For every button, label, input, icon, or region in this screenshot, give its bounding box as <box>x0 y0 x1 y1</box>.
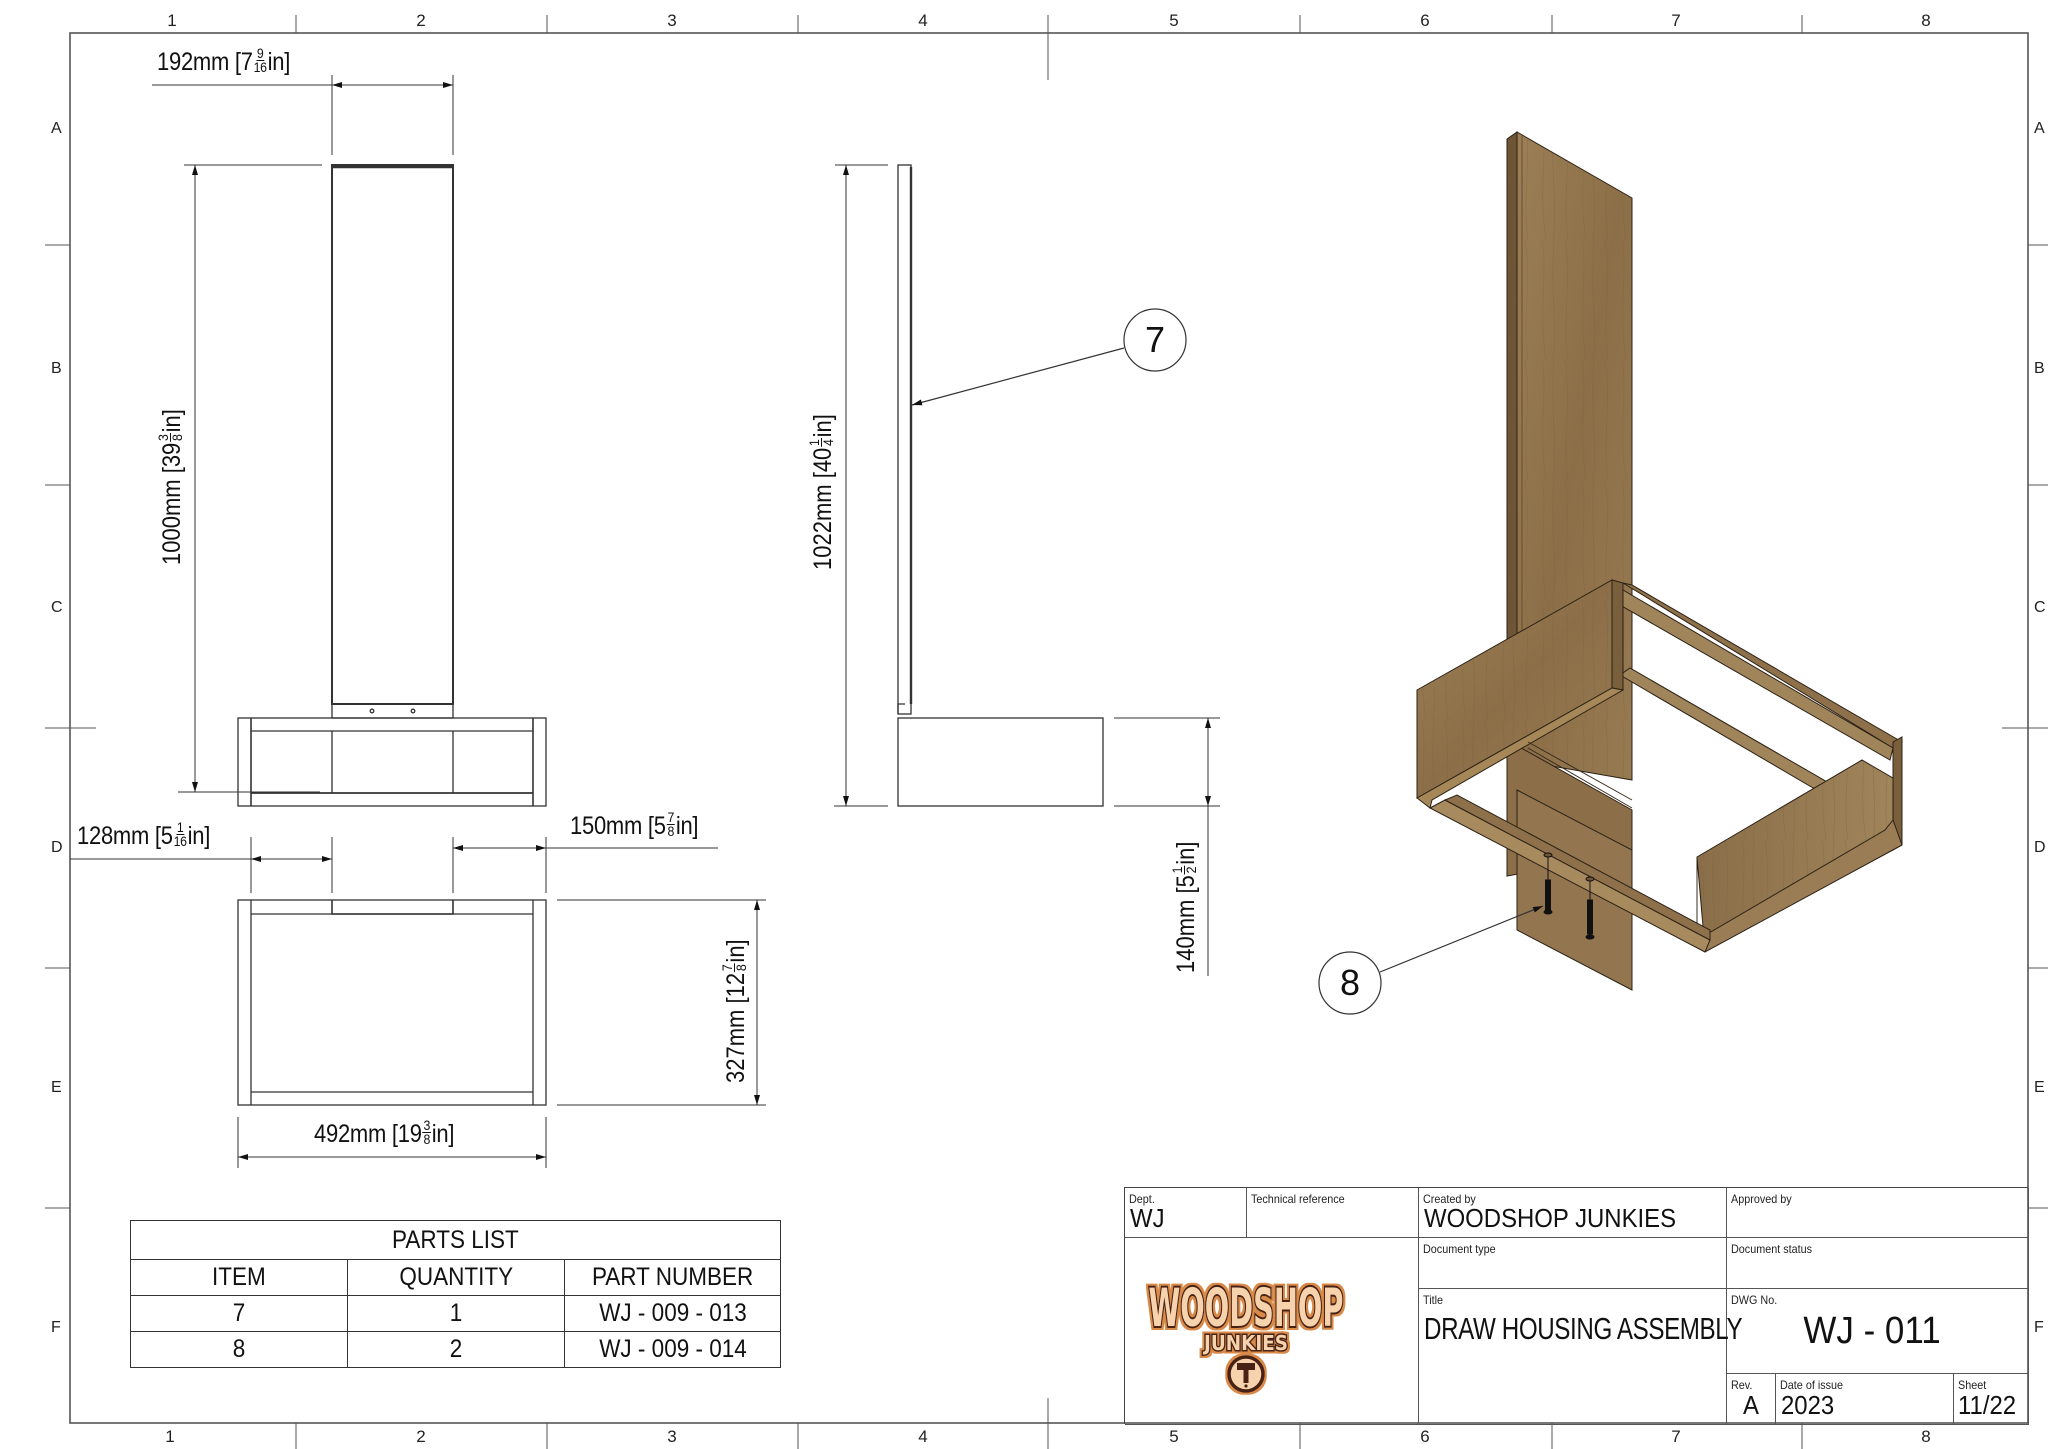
front-view <box>237 164 547 807</box>
zone-top-7: 7 <box>1671 11 1681 30</box>
title-block: Dept. WJ Technical reference Created by … <box>1124 1187 2029 1425</box>
zone-right-a: A <box>2034 120 2045 137</box>
header-quantity: QUANTITY <box>347 1259 565 1296</box>
parts-list-title: PARTS LIST <box>130 1220 781 1260</box>
woodshop-junkies-logo: WOODSHOP JUNKIES <box>1147 1275 1345 1393</box>
zone-top-6: 6 <box>1420 11 1430 30</box>
table-row: 7 1 WJ - 009 - 013 <box>130 1295 781 1332</box>
cell-part-number: WJ - 009 - 013 <box>564 1295 781 1332</box>
side-view <box>897 164 1104 807</box>
tb-sheet: Sheet 11/22 <box>1954 1374 2029 1425</box>
zone-bottom-6: 6 <box>1420 1427 1430 1446</box>
balloon-8-label: 8 <box>1339 962 1361 1003</box>
zone-left-a: A <box>51 120 62 137</box>
parts-list-table: PARTS LIST ITEM QUANTITY PART NUMBER 7 1… <box>130 1220 781 1368</box>
zone-right-c: C <box>2034 599 2046 616</box>
zone-right-d: D <box>2034 839 2046 856</box>
hammer-icon <box>1227 1355 1265 1393</box>
tb-logo-cell: WOODSHOP JUNKIES <box>1125 1238 1419 1425</box>
zone-right-e: E <box>2034 1079 2045 1096</box>
plan-view <box>237 899 547 1106</box>
tb-technical-reference: Technical reference <box>1247 1188 1419 1238</box>
cell-quantity: 1 <box>347 1295 565 1332</box>
tb-rev: Rev. A <box>1727 1374 1776 1425</box>
svg-text:WOODSHOP: WOODSHOP <box>1149 1277 1344 1339</box>
zone-bottom-3: 3 <box>667 1427 677 1446</box>
zone-right-f: F <box>2034 1319 2044 1336</box>
zone-top-4: 4 <box>918 11 928 30</box>
zone-bottom-1: 1 <box>165 1427 175 1446</box>
tb-title: Title DRAW HOUSING ASSEMBLY <box>1419 1289 1743 1425</box>
zone-right-b: B <box>2034 360 2045 377</box>
tb-document-type: Document type <box>1419 1238 1727 1289</box>
zone-left-d: D <box>51 839 63 856</box>
table-row: 8 2 WJ - 009 - 014 <box>130 1331 781 1368</box>
zone-top-2: 2 <box>416 11 426 30</box>
balloon-7-label: 7 <box>1144 319 1166 360</box>
side-view-dimensions <box>834 164 1220 976</box>
tb-dept: Dept. WJ <box>1125 1188 1247 1238</box>
zone-bottom-4: 4 <box>918 1427 928 1446</box>
balloon-8 <box>1318 905 1544 1015</box>
tb-approved-by: Approved by <box>1727 1188 2029 1238</box>
zone-top-3: 3 <box>667 11 677 30</box>
cell-quantity: 2 <box>347 1331 565 1368</box>
zone-top-1: 1 <box>167 11 177 30</box>
zone-left-c: C <box>51 599 63 616</box>
zone-left-f: F <box>51 1319 61 1336</box>
cell-part-number: WJ - 009 - 014 <box>564 1331 781 1368</box>
cell-item: 7 <box>130 1295 348 1332</box>
zone-bottom-5: 5 <box>1169 1427 1179 1446</box>
tb-dwg-no: DWG No. WJ - 011 <box>1727 1289 2029 1374</box>
header-item: ITEM <box>130 1259 348 1296</box>
zone-bottom-2: 2 <box>416 1427 426 1446</box>
tb-document-status: Document status <box>1727 1238 2029 1289</box>
zone-bottom-7: 7 <box>1671 1427 1681 1446</box>
screw-icons <box>1543 852 1595 940</box>
cell-item: 8 <box>130 1331 348 1368</box>
svg-text:JUNKIES: JUNKIES <box>1202 1331 1288 1355</box>
zone-left-b: B <box>51 360 62 377</box>
sheet-border <box>45 15 2048 1449</box>
front-view-dimensions <box>70 75 718 893</box>
balloon-7 <box>911 308 1187 406</box>
zone-top-8: 8 <box>1921 11 1931 30</box>
tb-date-of-issue: Date of issue 2023 <box>1776 1374 1954 1425</box>
isometric-view <box>1416 131 1903 991</box>
parts-list-header-row: ITEM QUANTITY PART NUMBER <box>130 1259 781 1296</box>
plan-view-dimensions <box>237 899 766 1168</box>
zone-left-e: E <box>51 1079 62 1096</box>
zone-bottom-8: 8 <box>1921 1427 1931 1446</box>
header-part-number: PART NUMBER <box>564 1259 781 1296</box>
tb-created-by: Created by WOODSHOP JUNKIES <box>1419 1188 1727 1238</box>
zone-top-5: 5 <box>1169 11 1179 30</box>
